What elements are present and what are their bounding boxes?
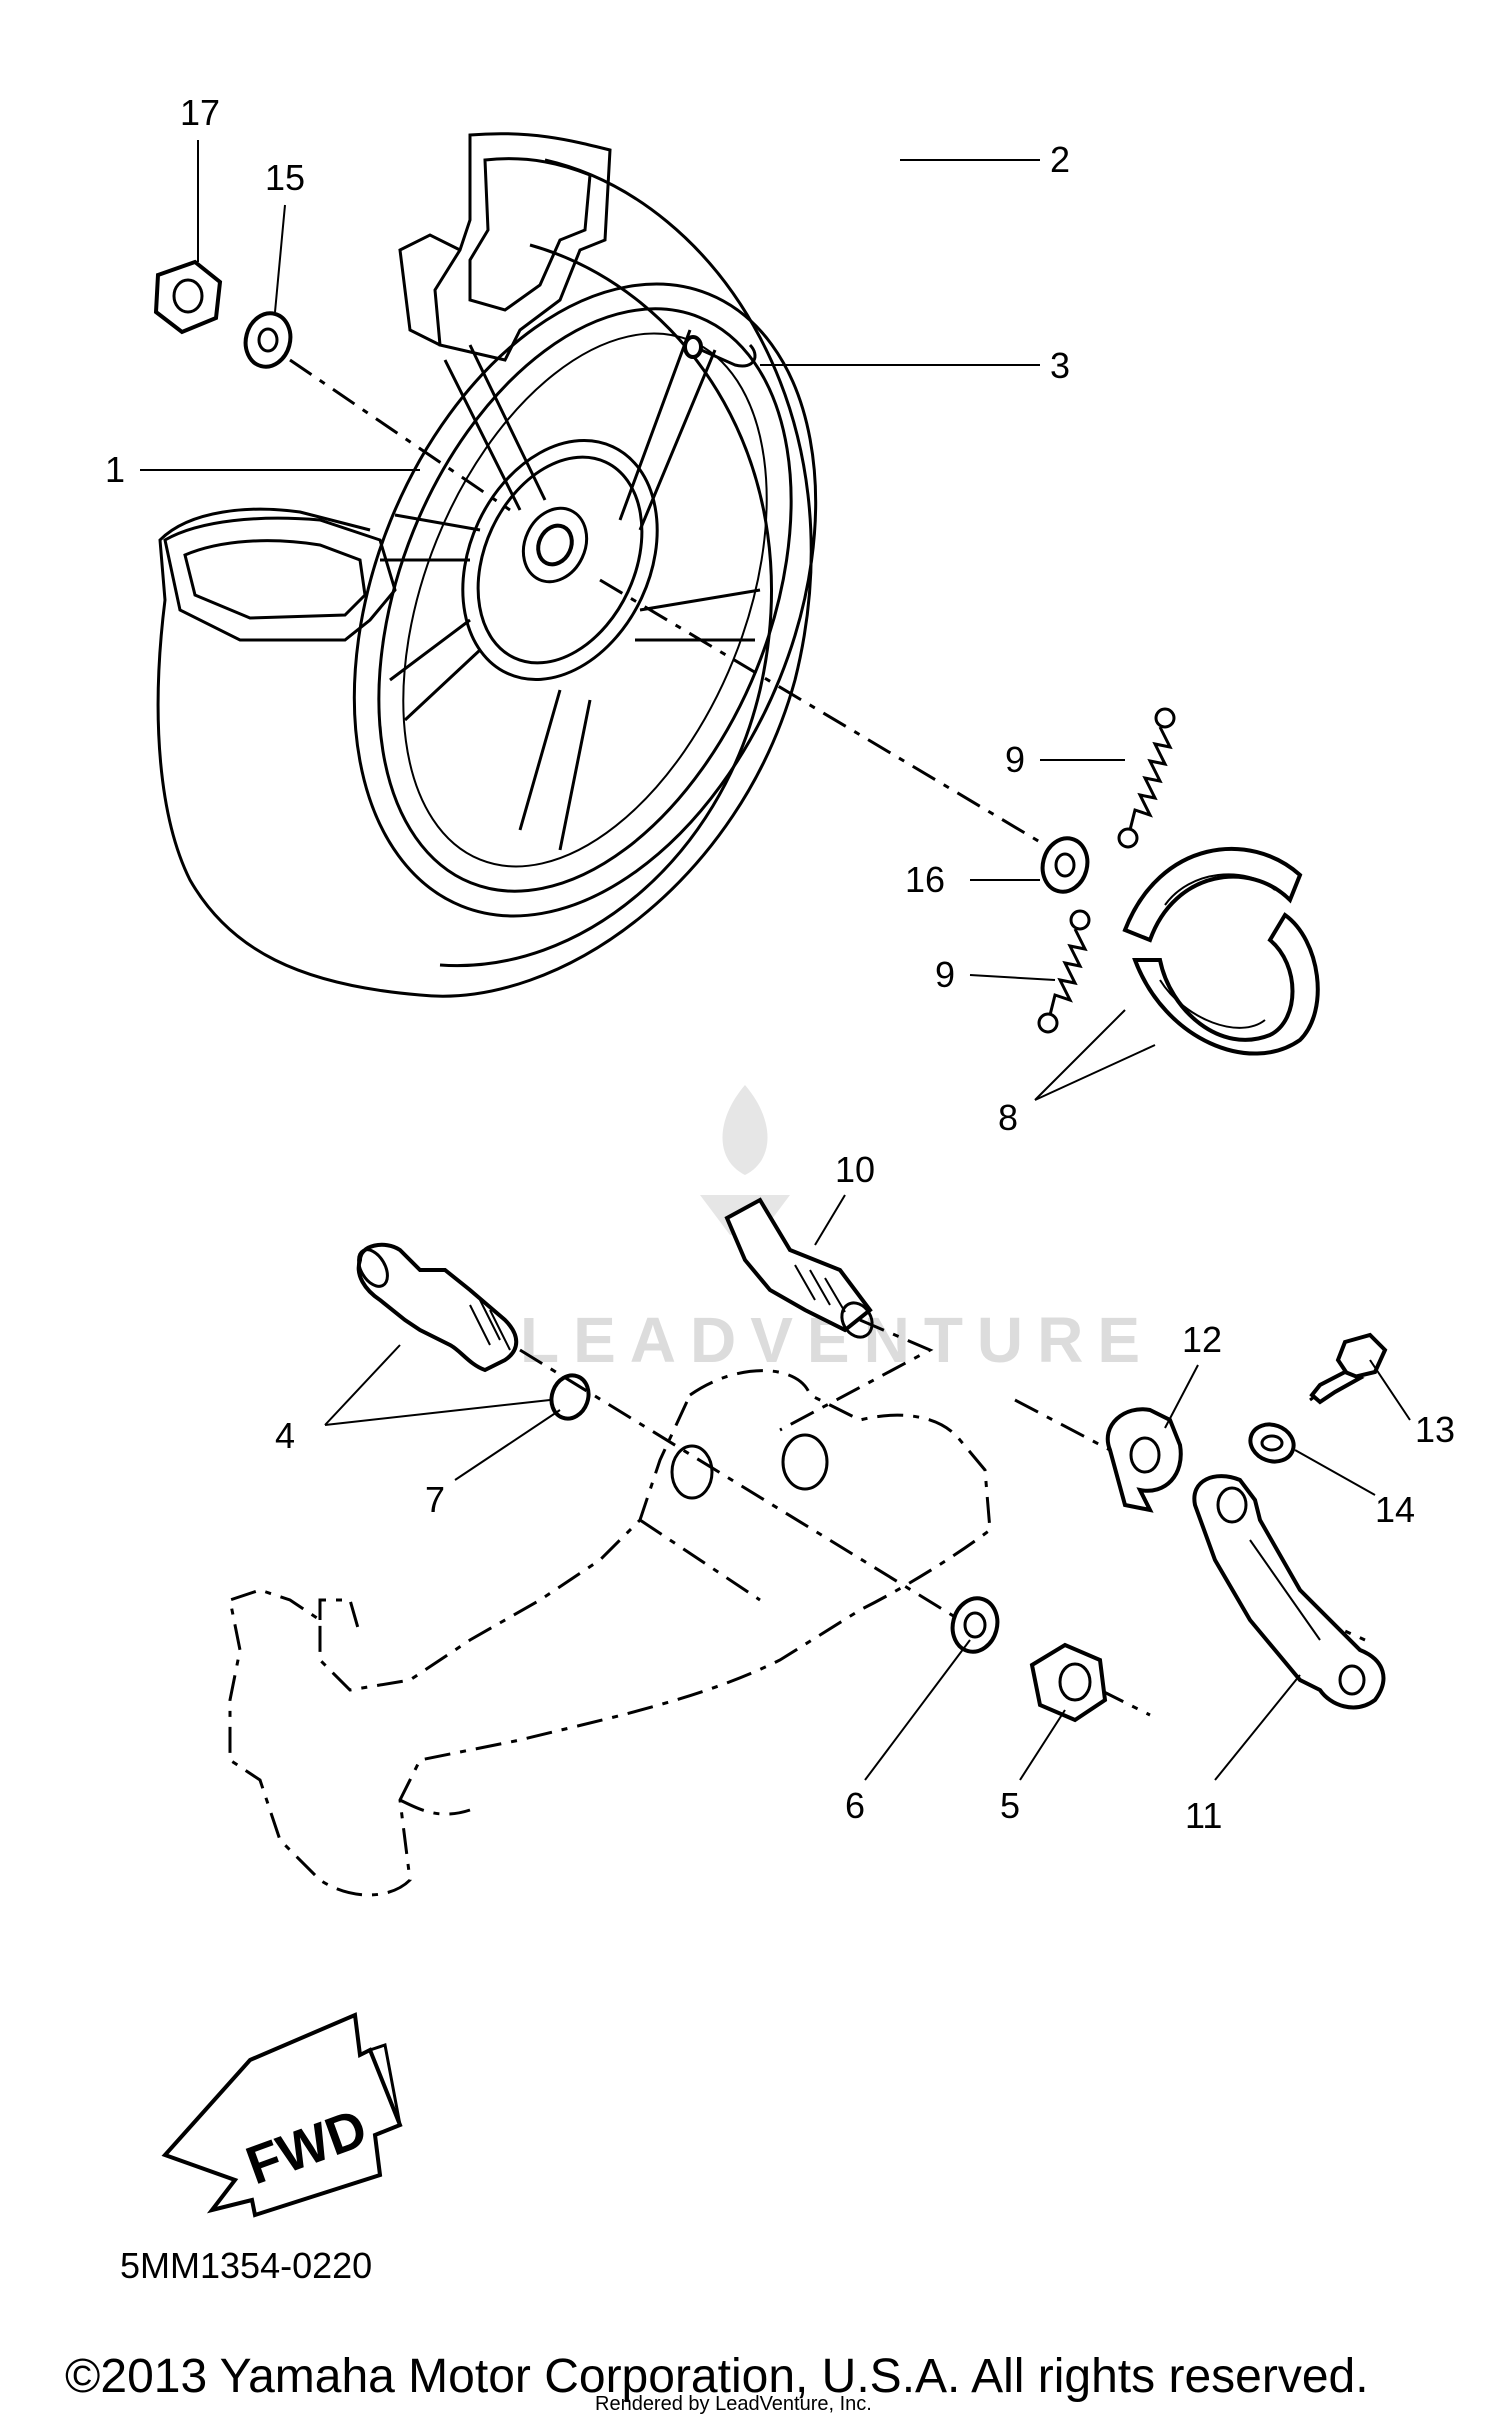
callout-9-upper: 9: [1005, 739, 1025, 780]
assembly-line-hub: [599, 578, 1046, 847]
callout-6: 6: [845, 1785, 865, 1826]
shaft-4: [356, 1242, 519, 1373]
copyright-notice: ©2013 Yamaha Motor Corporation, U.S.A. A…: [65, 2350, 1369, 2403]
washer-16: [1040, 836, 1090, 894]
callout-2: 2: [1050, 139, 1070, 180]
callout-5: 5: [1000, 1785, 1020, 1826]
brake-shoes-8: [1122, 846, 1320, 1056]
assembly-line-top: [289, 358, 511, 512]
assembly-line-nut: [1099, 1688, 1151, 1717]
watermark: LEADVENTURE: [520, 1085, 1140, 1376]
wheel-assembly: [156, 132, 818, 998]
callout-11: 11: [1185, 1795, 1222, 1836]
lever-11: [1192, 1474, 1386, 1710]
forward-arrow-icon: FWD: [161, 2012, 403, 2218]
leader-lines: [140, 140, 1411, 1781]
callout-7: 7: [425, 1479, 445, 1520]
assembly-line-cam: [779, 1318, 934, 1432]
callout-12: 12: [1182, 1319, 1222, 1360]
callout-15: 15: [265, 157, 305, 198]
callout-1: 1: [105, 449, 125, 490]
washer-14: [1248, 1422, 1296, 1464]
diagram-code: 5MM1354-0220: [120, 2245, 372, 2286]
spring-9-lower: [1037, 909, 1091, 1034]
spring-9-upper: [1117, 707, 1176, 849]
camshaft-10: [724, 1197, 874, 1339]
assembly-line-shaft: [519, 1348, 961, 1622]
callout-4: 4: [275, 1415, 295, 1456]
callout-14: 14: [1375, 1489, 1415, 1530]
callout-9-lower: 9: [935, 954, 955, 995]
callout-13: 13: [1415, 1409, 1455, 1450]
callout-17: 17: [180, 92, 220, 133]
assembly-line-lever: [1014, 1398, 1111, 1452]
washer-6: [950, 1596, 1000, 1654]
callout-10: 10: [835, 1149, 875, 1190]
rendered-by-notice: Rendered by LeadVenture, Inc.: [595, 2393, 872, 2415]
bolt-13: [1309, 1332, 1388, 1405]
nut-5: [1029, 1642, 1108, 1723]
callout-labels: 17 15 2 3 1 9 16 9 8 10 4 7 12 13 14 6 5…: [105, 92, 1455, 1836]
plate-12: [1105, 1407, 1183, 1513]
washer-15: [243, 311, 293, 369]
callout-8: 8: [998, 1097, 1018, 1138]
callout-16: 16: [905, 859, 945, 900]
crankcase-outline: [228, 1369, 992, 1897]
callout-3: 3: [1050, 345, 1070, 386]
nut-17: [153, 259, 223, 335]
